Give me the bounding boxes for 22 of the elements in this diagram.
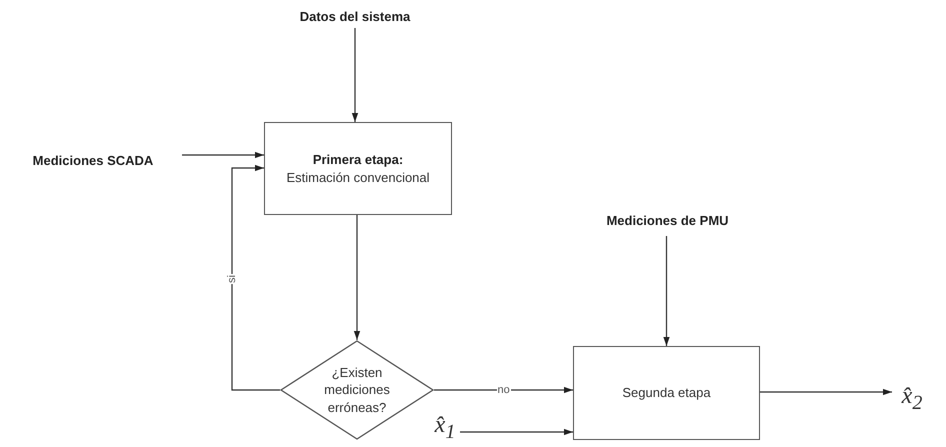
math-symbol: x̂$_{1}$ bbox=[434, 410, 456, 444]
arrow bbox=[354, 215, 360, 340]
edge-label: no bbox=[496, 384, 511, 396]
arrow bbox=[352, 28, 358, 122]
arrow bbox=[663, 236, 670, 346]
arrow bbox=[231, 164, 280, 391]
box-text: ¿Existen mediciones erróneas? bbox=[323, 364, 391, 416]
box-text: Estimación convencional bbox=[286, 168, 430, 186]
input-label: Mediciones de PMU bbox=[606, 212, 729, 230]
process-box bbox=[264, 122, 452, 215]
arrow bbox=[182, 152, 264, 158]
decision-diamond bbox=[280, 340, 434, 440]
edge-label: si bbox=[226, 274, 238, 284]
arrow bbox=[434, 386, 573, 394]
input-label: Mediciones SCADA bbox=[32, 152, 154, 170]
box-heading: Primera etapa: bbox=[312, 150, 404, 168]
input-label: Datos del sistema bbox=[300, 8, 410, 26]
process-box bbox=[573, 346, 760, 440]
arrow bbox=[760, 388, 892, 396]
box-text: Segunda etapa bbox=[622, 384, 711, 402]
arrow bbox=[460, 428, 573, 436]
math-symbol: x̂$_{2}$ bbox=[902, 382, 922, 416]
